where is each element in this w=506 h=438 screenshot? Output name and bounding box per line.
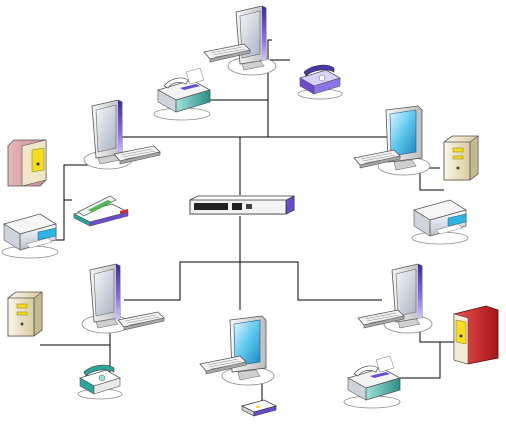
tower-computer-icon <box>443 135 479 181</box>
printer-icon <box>1 213 59 259</box>
fax-machine-icon <box>343 355 401 409</box>
fax-machine-icon <box>153 67 211 121</box>
monitor-icon <box>377 105 431 176</box>
printer-icon <box>411 199 469 245</box>
telephone-icon <box>297 64 343 100</box>
tower-computer-icon <box>7 139 47 187</box>
monitor-icon <box>383 263 433 334</box>
monitor-icon <box>221 315 275 386</box>
keyboard-icon <box>117 311 165 331</box>
scanner-icon <box>73 195 129 227</box>
modem-icon <box>240 399 278 417</box>
tower-computer-icon <box>7 291 43 337</box>
network-switch-icon <box>189 195 295 215</box>
tower-computer-icon <box>453 305 499 365</box>
telephone-icon <box>77 364 123 400</box>
